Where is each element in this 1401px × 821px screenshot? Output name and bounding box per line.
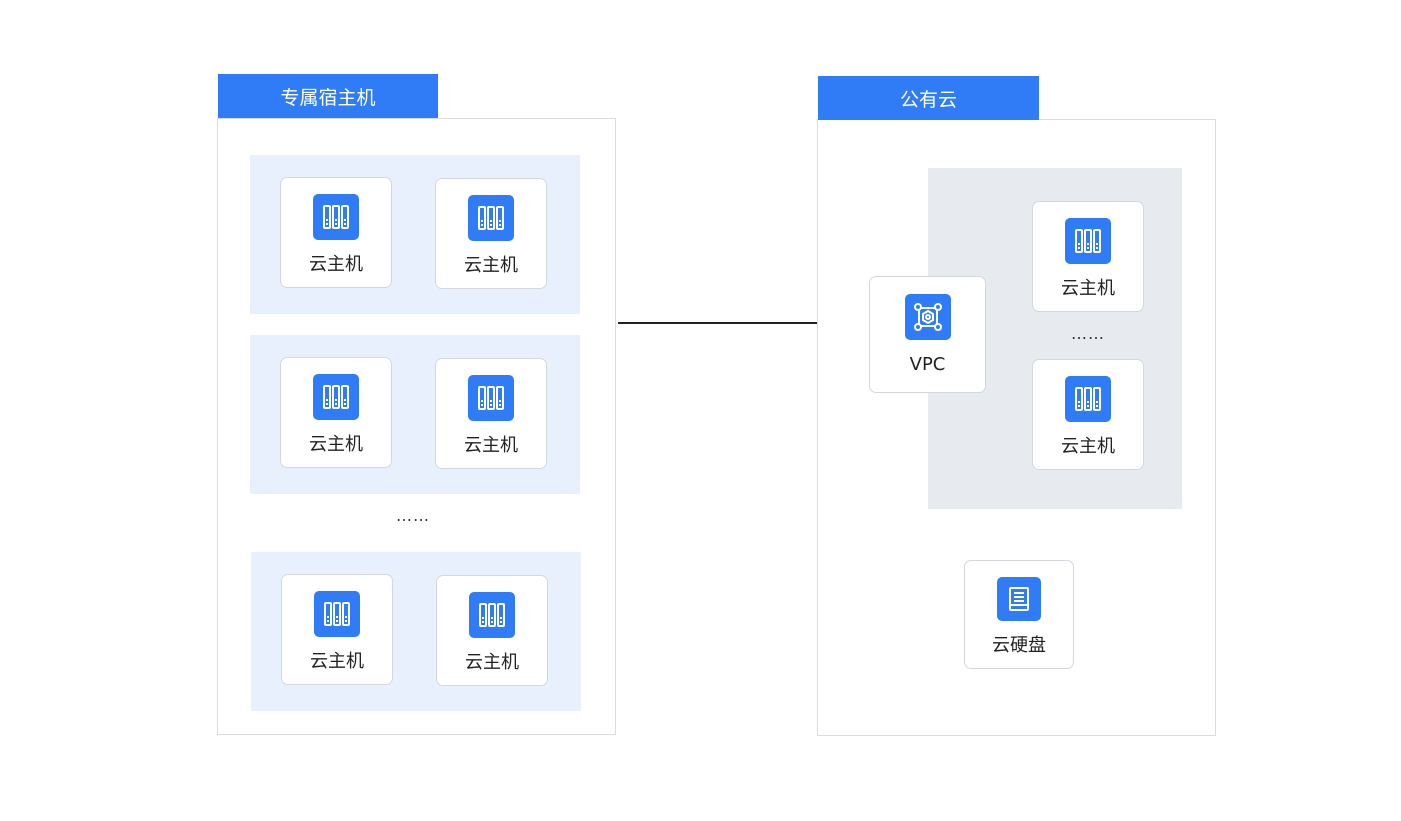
cloud-disk-label: 云硬盘 xyxy=(992,635,1046,656)
vm-label: 云主机 xyxy=(465,652,519,673)
vpc-node[interactable]: VPC xyxy=(869,276,986,393)
server-rack-icon xyxy=(313,374,359,420)
dedicated-host-title: 专属宿主机 xyxy=(218,74,438,118)
server-rack-icon xyxy=(1065,218,1111,264)
vpc-network-icon xyxy=(904,294,951,340)
vm-node[interactable]: 云主机 xyxy=(436,575,548,686)
cloud-disk-node[interactable]: 云硬盘 xyxy=(964,560,1074,669)
vpc-label: VPC xyxy=(909,354,946,375)
vm-node[interactable]: 云主机 xyxy=(1032,201,1144,312)
server-rack-icon xyxy=(314,591,360,637)
vm-label: 云主机 xyxy=(464,435,518,456)
vm-node[interactable]: 云主机 xyxy=(280,177,392,288)
vm-label: 云主机 xyxy=(1061,278,1115,299)
more-vms-ellipsis: …… xyxy=(1071,324,1105,343)
server-rack-icon xyxy=(1065,376,1111,422)
vm-node[interactable]: 云主机 xyxy=(435,358,547,469)
vm-node[interactable]: 云主机 xyxy=(435,178,547,289)
vm-label: 云主机 xyxy=(1061,436,1115,457)
hard-disk-icon xyxy=(997,577,1041,621)
vm-node[interactable]: 云主机 xyxy=(280,357,392,468)
server-rack-icon xyxy=(468,195,514,241)
vm-node[interactable]: 云主机 xyxy=(1032,359,1144,470)
vm-label: 云主机 xyxy=(309,254,363,275)
server-rack-icon xyxy=(468,375,514,421)
vm-label: 云主机 xyxy=(309,434,363,455)
vm-node[interactable]: 云主机 xyxy=(281,574,393,685)
server-rack-icon xyxy=(313,194,359,240)
server-rack-icon xyxy=(469,592,515,638)
vm-label: 云主机 xyxy=(310,651,364,672)
more-groups-ellipsis: …… xyxy=(396,506,430,525)
public-cloud-title: 公有云 xyxy=(818,76,1039,120)
connection-line xyxy=(618,322,871,324)
vm-label: 云主机 xyxy=(464,255,518,276)
